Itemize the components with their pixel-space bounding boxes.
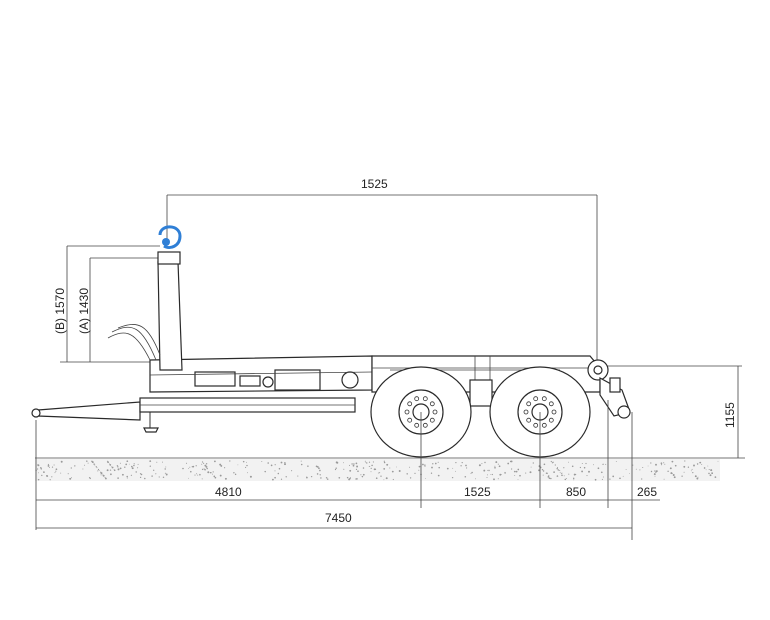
height-b-label: (B) 1570 (53, 288, 67, 334)
overall-length-dimension: 7450 (36, 511, 632, 529)
height-a-label: (A) 1430 (77, 288, 91, 334)
rear-overhang-label: 265 (637, 485, 657, 499)
ground (35, 457, 720, 481)
wheel-lug-nuts (404, 396, 557, 428)
overall-length-label: 7450 (325, 511, 352, 525)
rear-axle-to-end-label: 850 (566, 485, 586, 499)
right-height-dimension: 1155 (600, 365, 745, 459)
hook-icon (157, 225, 182, 265)
ground-texture (35, 460, 719, 481)
top-dimension: 1525 (166, 177, 598, 360)
front-to-axle-label: 4810 (215, 485, 242, 499)
left-height-dimensions: (B) 1570 (A) 1430 (53, 245, 160, 363)
frame-height-label: 1155 (723, 402, 737, 428)
bottom-dimensions: 4810 1525 850 265 (36, 485, 660, 501)
axle-spacing-label: 1525 (464, 485, 491, 499)
top-span-label: 1525 (361, 177, 388, 191)
